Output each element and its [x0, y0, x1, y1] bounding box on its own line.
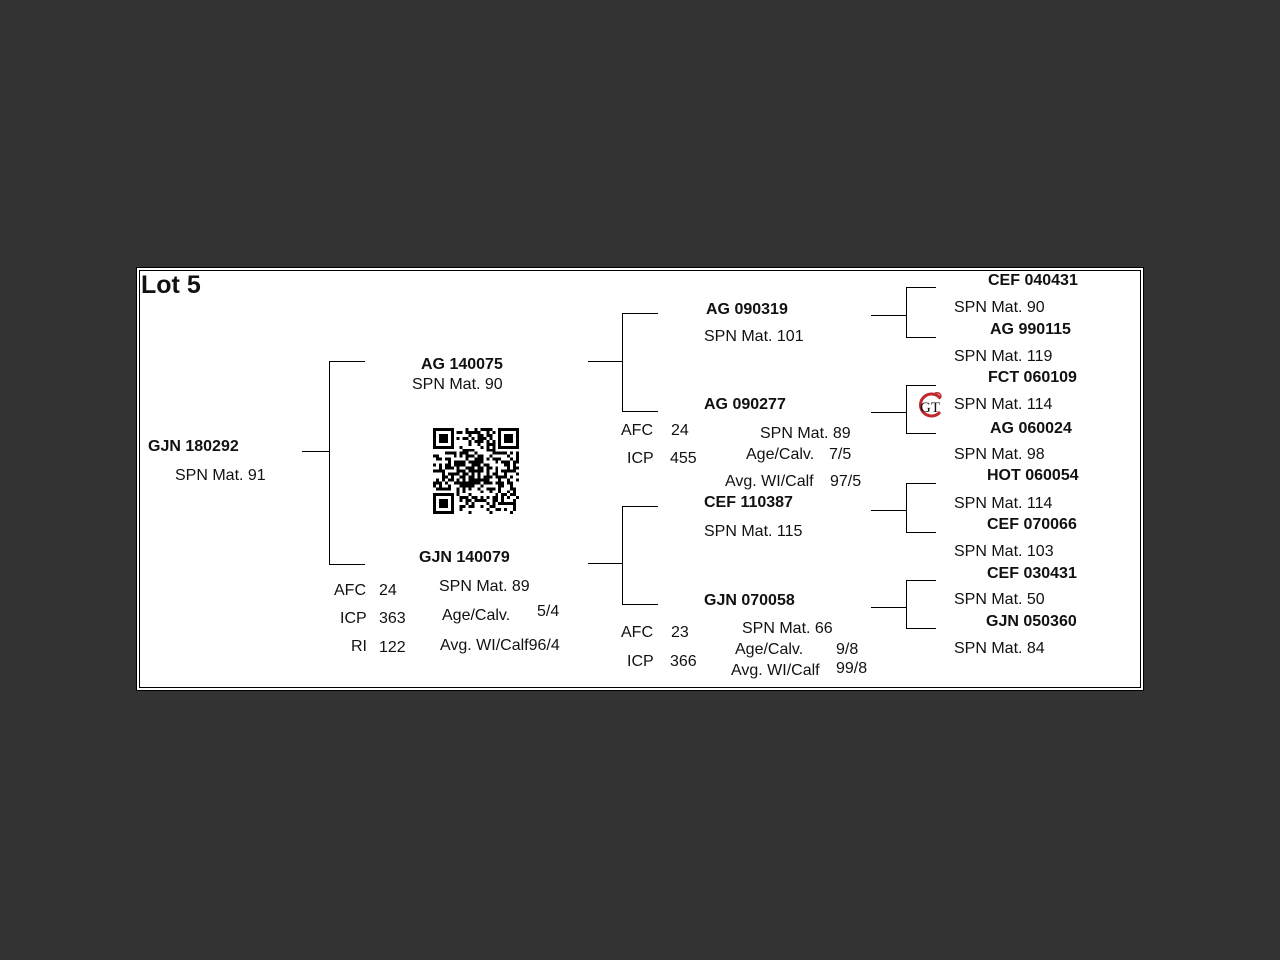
dam-icp-label: ICP [340, 610, 367, 627]
great-grandparent-4-id: AG 060024 [990, 420, 1072, 437]
dam-dam-spn: SPN Mat. 66 [742, 620, 833, 637]
connector-line [906, 433, 936, 434]
dam-spn: SPN Mat. 89 [439, 578, 530, 595]
connector-line [906, 628, 936, 629]
dam-dam-age-value: 9/8 [836, 641, 859, 658]
great-grandparent-8-spn: SPN Mat. 84 [954, 640, 1045, 657]
sire-dam-afc-label: AFC [621, 422, 653, 439]
great-grandparent-6-id: CEF 070066 [987, 516, 1077, 533]
dam-icp-value: 363 [379, 610, 406, 627]
lot-title: Lot 5 [141, 271, 201, 299]
connector-line [622, 313, 623, 411]
dam-avg-wi-calf: Avg. WI/Calf96/4 [440, 637, 560, 654]
dam-ri-value: 122 [379, 639, 406, 656]
connector-line [622, 313, 658, 314]
pedigree-card-border [139, 270, 1141, 688]
sire-dam-age-value: 7/5 [829, 446, 852, 463]
connector-line [906, 483, 936, 484]
great-grandparent-4-spn: SPN Mat. 98 [954, 446, 1045, 463]
great-grandparent-3-id: FCT 060109 [988, 369, 1077, 386]
dam-ri-label: RI [351, 638, 367, 655]
connector-line [329, 361, 365, 362]
connector-line [871, 412, 906, 413]
sire-dam-avg-value: 97/5 [830, 473, 862, 490]
dam-dam-avg-value: 99/8 [836, 660, 868, 677]
sire-dam-afc-value: 24 [671, 422, 689, 439]
dam-dam-icp-value: 366 [670, 653, 697, 670]
sire-dam-id: AG 090277 [704, 396, 786, 413]
sire-dam-age-label: Age/Calv. [746, 446, 815, 463]
dam-dam-age-label: Age/Calv. [735, 641, 804, 658]
great-grandparent-6-spn: SPN Mat. 103 [954, 543, 1054, 560]
connector-line [906, 385, 936, 386]
great-grandparent-1-id: CEF 040431 [988, 272, 1078, 289]
dam-afc-value: 24 [379, 582, 397, 599]
great-grandparent-2-id: AG 990115 [990, 321, 1071, 338]
connector-line [906, 532, 936, 533]
sire-sire-spn: SPN Mat. 101 [704, 328, 804, 345]
connector-line [622, 506, 623, 604]
sire-spn: SPN Mat. 90 [412, 376, 503, 393]
great-grandparent-8-id: GJN 050360 [986, 613, 1077, 630]
connector-line [871, 315, 906, 316]
gt-logo-icon: GT [919, 392, 942, 418]
connector-line [906, 287, 936, 288]
connector-line [906, 580, 936, 581]
dam-afc-label: AFC [334, 582, 366, 599]
sire-id: AG 140075 [421, 356, 503, 373]
dam-dam-afc-label: AFC [621, 624, 653, 641]
connector-line [622, 411, 658, 412]
great-grandparent-1-spn: SPN Mat. 90 [954, 299, 1045, 316]
dam-id: GJN 140079 [419, 549, 510, 566]
sire-dam-spn: SPN Mat. 89 [760, 425, 851, 442]
connector-line [302, 451, 329, 452]
connector-line [906, 483, 907, 532]
sire-dam-icp-label: ICP [627, 450, 654, 467]
connector-line [906, 337, 936, 338]
pedigree-card: Lot 5 GJN 180292 SPN Mat. 91 AG 140075 S… [136, 267, 1144, 691]
connector-line [906, 287, 907, 337]
gt-logo-text: GT [920, 400, 940, 416]
subject-id: GJN 180292 [148, 438, 239, 455]
dam-sire-spn: SPN Mat. 115 [704, 523, 803, 540]
dam-dam-avg-label: Avg. WI/Calf [731, 662, 820, 679]
dam-dam-afc-value: 23 [671, 624, 689, 641]
connector-line [622, 506, 658, 507]
connector-line [622, 604, 658, 605]
great-grandparent-5-id: HOT 060054 [987, 467, 1079, 484]
sire-dam-icp-value: 455 [670, 450, 697, 467]
sire-sire-id: AG 090319 [706, 301, 788, 318]
connector-line [588, 563, 622, 564]
great-grandparent-2-spn: SPN Mat. 119 [954, 348, 1053, 365]
great-grandparent-7-id: CEF 030431 [987, 565, 1077, 582]
sire-dam-avg-label: Avg. WI/Calf [725, 473, 814, 490]
great-grandparent-7-spn: SPN Mat. 50 [954, 591, 1045, 608]
great-grandparent-5-spn: SPN Mat. 114 [954, 495, 1053, 512]
dam-dam-icp-label: ICP [627, 653, 654, 670]
dam-age-label: Age/Calv. [442, 607, 511, 624]
connector-line [871, 510, 906, 511]
connector-line [588, 361, 622, 362]
connector-line [329, 361, 330, 564]
subject-spn: SPN Mat. 91 [175, 467, 266, 484]
connector-line [906, 580, 907, 628]
connector-line [871, 607, 906, 608]
great-grandparent-3-spn: SPN Mat. 114 [954, 396, 1053, 413]
qr-code-icon [433, 428, 519, 514]
dam-sire-id: CEF 110387 [704, 494, 793, 511]
dam-age-value: 5/4 [537, 603, 560, 620]
connector-line [906, 385, 907, 433]
dam-dam-id: GJN 070058 [704, 592, 795, 609]
connector-line [329, 564, 365, 565]
